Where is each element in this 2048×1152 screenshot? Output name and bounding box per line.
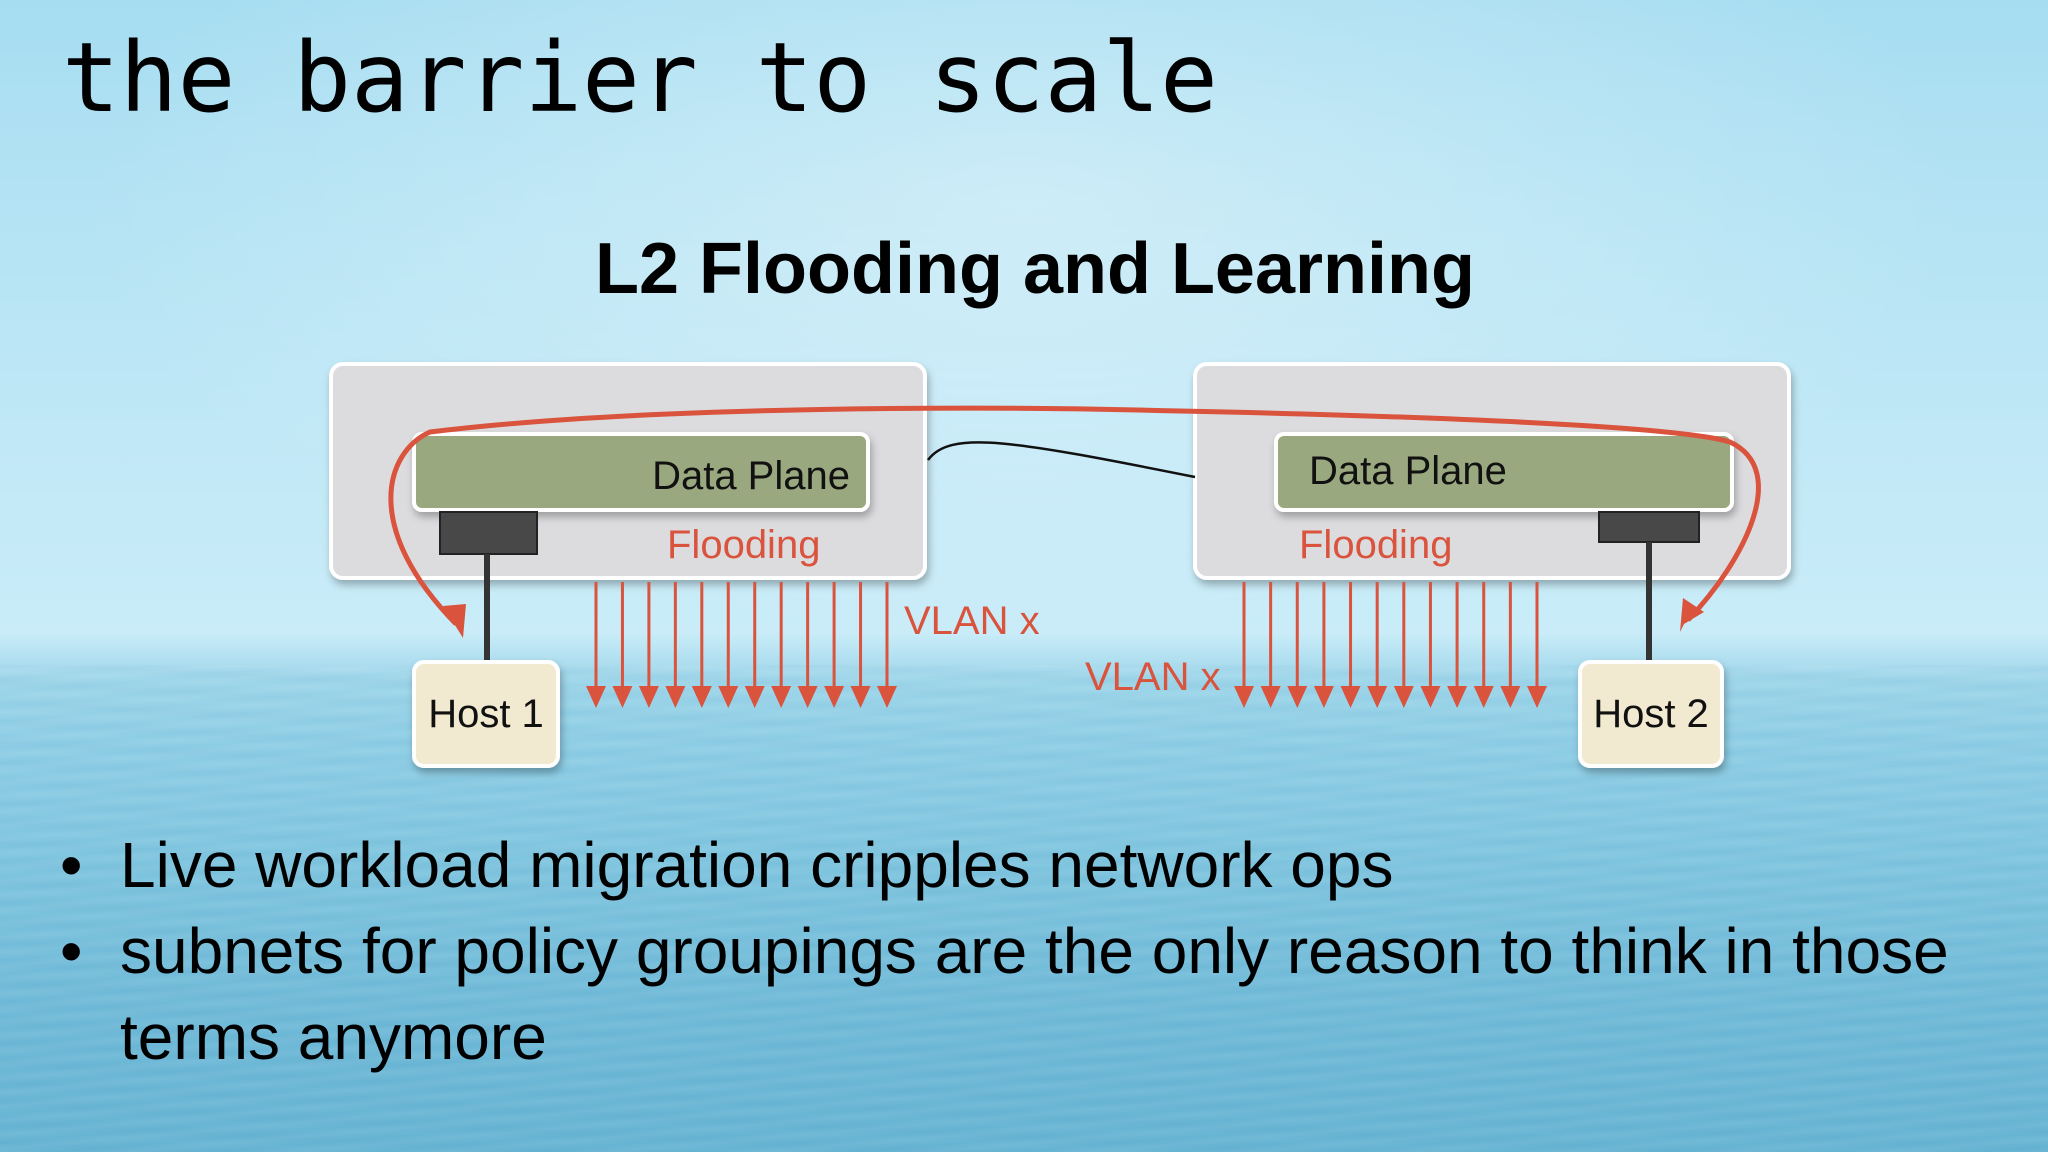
data-plane-left xyxy=(412,432,870,512)
flood-arrowhead xyxy=(1473,686,1494,708)
learning-path-arrow xyxy=(388,405,1761,626)
l2-flooding-diagram: Data Plane Data Plane Flooding Flooding … xyxy=(329,362,1791,768)
flood-arrowhead xyxy=(1287,686,1308,708)
flooding-arrows-left xyxy=(586,582,897,708)
port-left xyxy=(439,511,538,555)
bullet-list: • Live workload migration cripples netwo… xyxy=(60,822,2020,1080)
flood-arrowhead xyxy=(1234,686,1254,708)
vlan-right-label: VLAN x xyxy=(1085,655,1221,699)
slide-title: the barrier to scale xyxy=(62,22,1218,134)
flood-arrowhead xyxy=(824,686,845,708)
host-left xyxy=(412,660,560,768)
flood-arrowhead xyxy=(1500,686,1521,708)
flood-arrowhead xyxy=(1313,686,1334,708)
flooding-right-label: Flooding xyxy=(1299,523,1452,567)
flood-arrowhead xyxy=(1447,686,1468,708)
bullet-marker: • xyxy=(60,915,83,987)
flood-arrowhead xyxy=(850,686,871,708)
flood-arrowhead xyxy=(718,686,739,708)
flooding-arrows-right xyxy=(1234,582,1547,708)
data-plane-left-label: Data Plane xyxy=(652,454,850,498)
host-right-label: Host 2 xyxy=(1593,692,1709,736)
flood-arrowhead xyxy=(744,686,765,708)
data-plane-right-label: Data Plane xyxy=(1309,449,1507,493)
flood-arrowhead xyxy=(612,686,633,708)
flood-arrowhead xyxy=(1340,686,1361,708)
flood-arrowhead xyxy=(771,686,792,708)
flooding-left-label: Flooding xyxy=(667,523,820,567)
switch-link xyxy=(926,441,1196,479)
bullet-item: • subnets for policy groupings are the o… xyxy=(60,908,2020,1080)
bullet-item: • Live workload migration cripples netwo… xyxy=(60,822,2020,908)
flood-arrowhead xyxy=(665,686,686,708)
bullet-text: subnets for policy groupings are the onl… xyxy=(120,915,1949,1073)
learning-arrowhead-right xyxy=(1680,598,1704,632)
bullet-text: Live workload migration cripples network… xyxy=(120,829,1394,901)
flood-arrowhead xyxy=(877,686,897,708)
data-plane-right xyxy=(1274,432,1734,512)
flood-arrowhead xyxy=(1393,686,1414,708)
vlan-left-label: VLAN x xyxy=(904,599,1040,643)
flood-arrowhead xyxy=(1260,686,1281,708)
flood-arrowhead xyxy=(586,686,606,708)
flood-arrowhead xyxy=(1367,686,1388,708)
bullet-marker: • xyxy=(60,829,83,901)
learning-arrowhead-left xyxy=(443,604,466,638)
diagram-title: L2 Flooding and Learning xyxy=(595,229,1475,309)
flood-arrowhead xyxy=(797,686,818,708)
flood-arrowhead xyxy=(691,686,712,708)
port-right xyxy=(1598,511,1700,543)
flood-arrowhead xyxy=(638,686,659,708)
flood-arrowhead xyxy=(1527,686,1547,708)
flood-arrowhead xyxy=(1420,686,1441,708)
host-right xyxy=(1578,660,1724,768)
host-left-label: Host 1 xyxy=(428,692,544,736)
